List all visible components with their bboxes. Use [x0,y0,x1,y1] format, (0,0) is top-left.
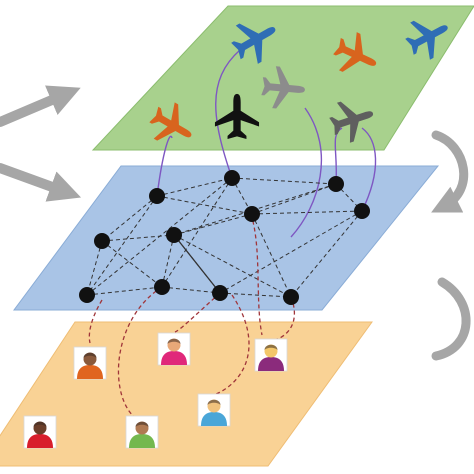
network-nodes [79,170,370,305]
people-link [213,294,250,396]
interaction-arrows [0,85,471,361]
person-icon [23,415,57,449]
left-arrow-icon [0,163,82,202]
network-edge [161,286,221,294]
network-edge [86,195,158,296]
network-node [328,176,344,192]
network-edge [101,234,175,242]
people-link [88,299,103,344]
network-node [154,279,170,295]
person-icon [157,332,191,366]
person-icon [197,393,231,427]
network-edge [161,234,175,288]
layers [0,5,474,467]
people-link [274,296,296,341]
network-node [166,227,182,243]
network-node [283,289,299,305]
network-edge [86,240,103,296]
network-node [212,285,228,301]
network-edge [173,234,221,294]
airport-link [156,135,173,197]
airport-link [290,107,323,238]
people-link [174,292,221,333]
person-icon [73,346,107,380]
person-icon [254,338,288,372]
network-edges [86,177,363,298]
network-edge [156,177,233,197]
person-icon [125,415,159,449]
network-edge [156,195,253,215]
network-edge [173,234,292,298]
people-link [117,286,163,421]
airport-links [156,49,377,238]
network-node [79,287,95,303]
network-node [94,233,110,249]
airport-link [215,49,241,179]
people-links [88,213,296,421]
network-edge [251,183,337,215]
airport-link [361,127,377,212]
left-arrow-icon [0,85,81,127]
network-node [149,188,165,204]
network-edge [219,292,292,298]
network-edge [101,240,163,288]
network-edge [86,286,163,296]
network-layer [13,165,440,311]
curved-arrow-icon [431,130,469,213]
people [23,332,288,449]
network-edge [161,177,233,288]
curved-arrow-icon [431,277,471,361]
network-edge [251,210,363,215]
network-edge [251,213,292,298]
network-edge [219,210,363,294]
network-node [244,206,260,222]
network-node [354,203,370,219]
network-edge [290,210,363,298]
network-edge [86,177,233,296]
network-edge [101,195,158,242]
network-edge [231,177,337,185]
network-node [224,170,240,186]
